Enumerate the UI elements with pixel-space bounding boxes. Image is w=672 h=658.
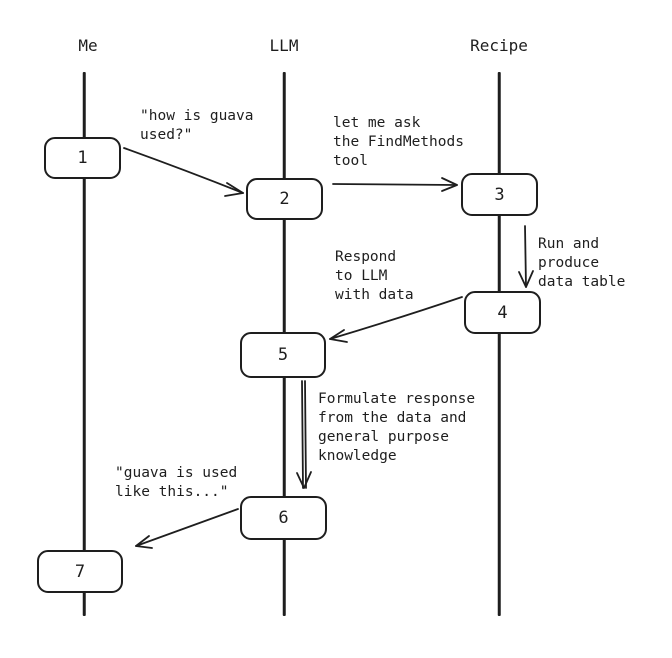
arrow-2-to-3 — [332, 177, 458, 192]
step-box-7: 7 — [37, 550, 123, 593]
step-box-2: 2 — [246, 178, 323, 220]
step-label-6: 6 — [278, 508, 289, 528]
arrow-4-to-5 — [329, 296, 463, 343]
arrow-1-to-2 — [123, 147, 244, 197]
note-how-is-guava-used: "how is guava used?" — [140, 108, 254, 143]
step-box-3: 3 — [461, 173, 538, 216]
step-box-4: 4 — [464, 291, 541, 334]
lifeline-recipe — [497, 72, 501, 616]
step-label-4: 4 — [497, 302, 508, 323]
lane-title-recipe: Recipe — [470, 36, 528, 55]
note-respond-to-llm: Respond to LLM with data — [335, 249, 414, 303]
step-label-1: 1 — [77, 148, 88, 168]
step-label-5: 5 — [277, 345, 289, 365]
note-guava-is-used-like-this: "guava is used like this..." — [115, 465, 238, 500]
step-box-6: 6 — [240, 496, 327, 540]
lifeline-me — [82, 72, 86, 616]
step-label-7: 7 — [74, 561, 86, 582]
note-run-and-produce: Run and produce data table — [538, 236, 626, 290]
arrow-6-to-7 — [135, 508, 239, 549]
step-box-1: 1 — [44, 137, 121, 179]
note-formulate-response: Formulate response from the data and gen… — [318, 391, 476, 464]
arrow-3-to-4 — [518, 225, 534, 288]
arrow-5-to-6 — [296, 380, 312, 489]
lane-title-llm: LLM — [269, 36, 299, 55]
step-box-5: 5 — [240, 332, 326, 378]
lane-title-me: Me — [78, 36, 98, 55]
note-ask-findmethods-tool: let me ask the FindMethods tool — [333, 115, 464, 169]
step-label-3: 3 — [494, 184, 505, 205]
step-label-2: 2 — [279, 189, 290, 209]
